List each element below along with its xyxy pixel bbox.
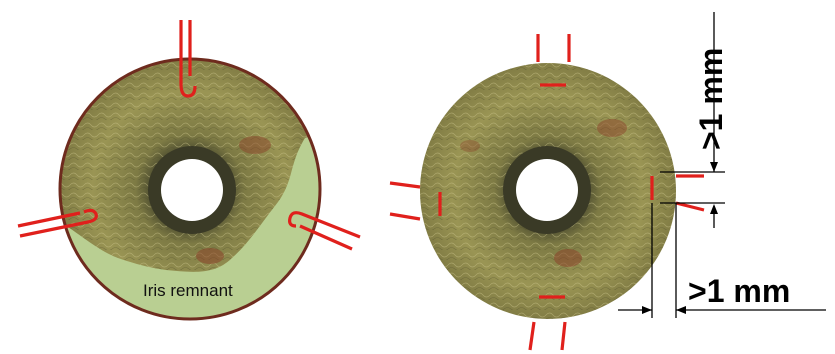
right-iris: >1 mm >1 mm (390, 12, 826, 350)
dimension-label-horizontal: >1 mm (688, 273, 790, 309)
left-iris: Iris remnant (18, 20, 360, 340)
right-pupil (516, 159, 578, 221)
right-iris-vessel-patch (597, 119, 627, 137)
left-pupil (161, 159, 223, 221)
right-iris-vessel-patch (554, 249, 582, 267)
iris-remnant-label: Iris remnant (143, 281, 233, 300)
left-iris-vessel-patch (196, 248, 224, 264)
left-iris-vessel-patch (239, 136, 271, 154)
dimension-label-vertical: >1 mm (693, 48, 729, 150)
right-iris-vessel-patch (460, 140, 480, 152)
